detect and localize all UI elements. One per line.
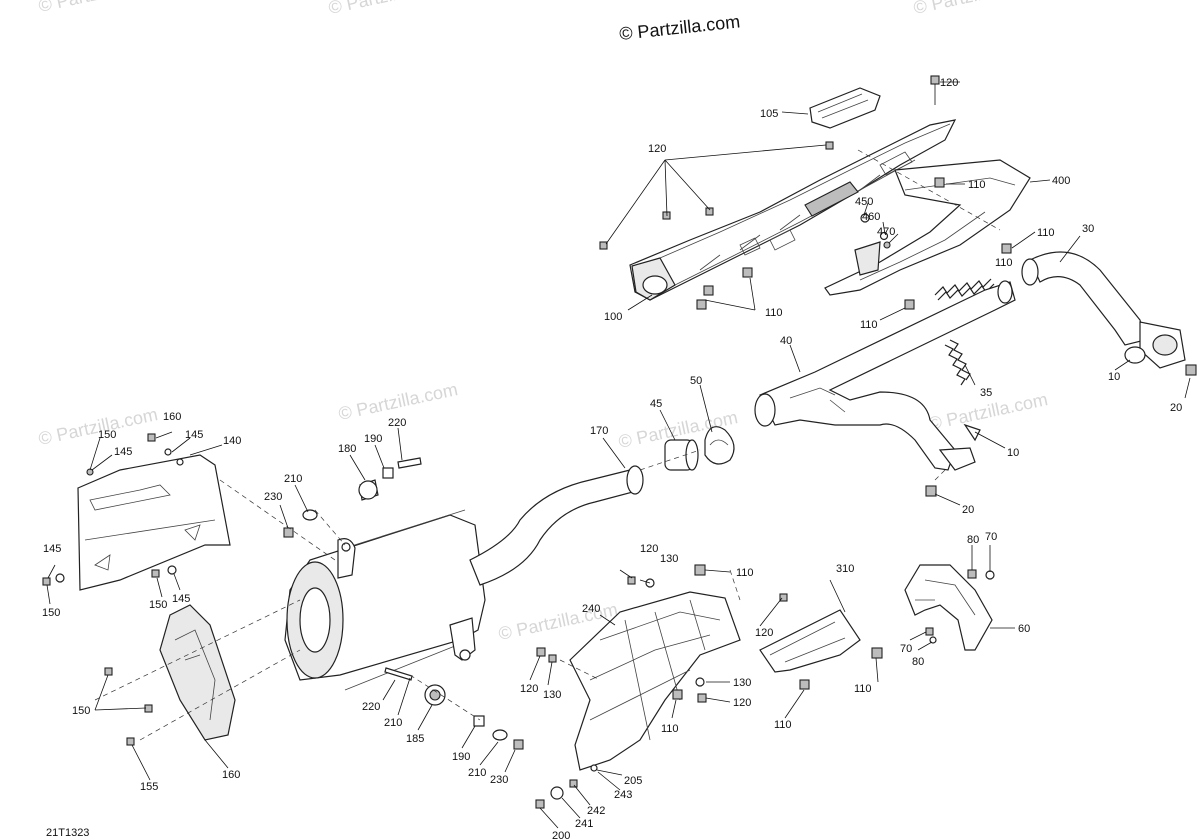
cover-plate [809,87,881,129]
callout-label: 80 [912,656,924,668]
callout-label: 220 [388,417,406,429]
callout-label: 120 [733,697,751,709]
callout-label: 190 [452,751,470,763]
callout-label: 130 [733,677,751,689]
callout-label: 240 [582,603,600,615]
mid-pipe [754,280,1197,497]
watermark: © Partzilla.com [327,0,450,18]
callout-label: 205 [624,775,642,787]
callout-label: 110 [860,319,878,331]
callout-label: 30 [1082,223,1094,235]
callout-label: 230 [490,774,508,786]
callout-label: 180 [338,443,356,455]
callout-label: 105 [760,108,778,120]
callout-label: 185 [406,733,424,745]
callout-label: 20 [1170,402,1182,414]
clamp-and-sleeve [664,426,735,471]
callout-label: 10 [1108,371,1120,383]
callout-label: 150 [72,705,90,717]
callout-label: 450 [855,196,873,208]
callout-label: 10 [1007,447,1019,459]
callout-label: 155 [140,781,158,793]
callout-label: 145 [172,593,190,605]
callout-label: 45 [650,398,662,410]
callout-label: 242 [587,805,605,817]
callout-label: 145 [43,543,61,555]
callout-label: 190 [364,433,382,445]
callout-label: 230 [264,491,282,503]
callout-label: 160 [163,411,181,423]
callout-label: 120 [755,627,773,639]
copyright-label: © Partzilla.com [618,11,741,44]
callout-label: 241 [575,818,593,830]
callout-label: 130 [660,553,678,565]
end-cap-shield [104,604,236,746]
callout-label: 80 [967,534,979,546]
header-pipe [1021,251,1186,369]
callout-label: 20 [962,504,974,516]
top-fasteners [599,75,1012,310]
callout-label: 70 [900,643,912,655]
watermark: © Partzilla.com [912,0,1035,18]
callout-label: 210 [468,767,486,779]
left-heat-shield [42,433,231,591]
callout-label: 60 [1018,623,1030,635]
callout-label: 110 [854,683,872,695]
callout-label: 145 [185,429,203,441]
callout-label: 110 [774,719,792,731]
muffler-hardware [283,457,524,750]
heat-shield-rail [629,119,957,301]
callout-label: 110 [765,307,783,319]
callout-label: 35 [980,387,992,399]
callout-label: 460 [862,211,880,223]
callout-label: 110 [968,179,986,191]
drawing-number: 21T1323 [46,827,89,839]
callout-label: 100 [604,311,622,323]
callout-label: 210 [284,473,302,485]
callout-label: 400 [1052,175,1070,187]
callout-label: 243 [614,789,632,801]
callout-label: 160 [222,769,240,781]
callout-label: 50 [690,375,702,387]
callout-label: 150 [42,607,60,619]
callout-label: 110 [995,257,1013,269]
callout-label: 140 [223,435,241,447]
callout-label: 120 [648,143,666,155]
callout-label: 70 [985,531,997,543]
callout-label: 110 [661,723,679,735]
callout-label: 170 [590,425,608,437]
side-heat-shield [904,564,995,651]
watermark: © Partzilla.com [37,404,160,449]
callout-label: 130 [543,689,561,701]
callout-label: 120 [520,683,538,695]
callout-label: 120 [940,77,958,89]
callout-label: 310 [836,563,854,575]
mount-bracket [759,593,883,690]
callout-label: 470 [877,226,895,238]
callout-label: 145 [114,446,132,458]
callout-label: 210 [384,717,402,729]
muffler [284,465,644,691]
alignment-lines [94,149,1001,741]
lower-heat-shield [535,564,741,809]
muffler-bracket [824,159,1031,296]
leader-lines [46,81,1191,829]
callout-label: 220 [362,701,380,713]
watermark: © Partzilla.com [37,0,160,16]
callout-label: 110 [736,567,754,579]
callout-label: 40 [780,335,792,347]
callout-label: 200 [552,830,570,840]
callout-label: 110 [1037,227,1055,239]
exhaust-springs [934,278,995,386]
callout-label: 150 [98,429,116,441]
callout-label: 120 [640,543,658,555]
callout-label: 150 [149,599,167,611]
callout-labels: 120 105 120 110 400 450 460 470 110 30 1… [42,77,1182,840]
